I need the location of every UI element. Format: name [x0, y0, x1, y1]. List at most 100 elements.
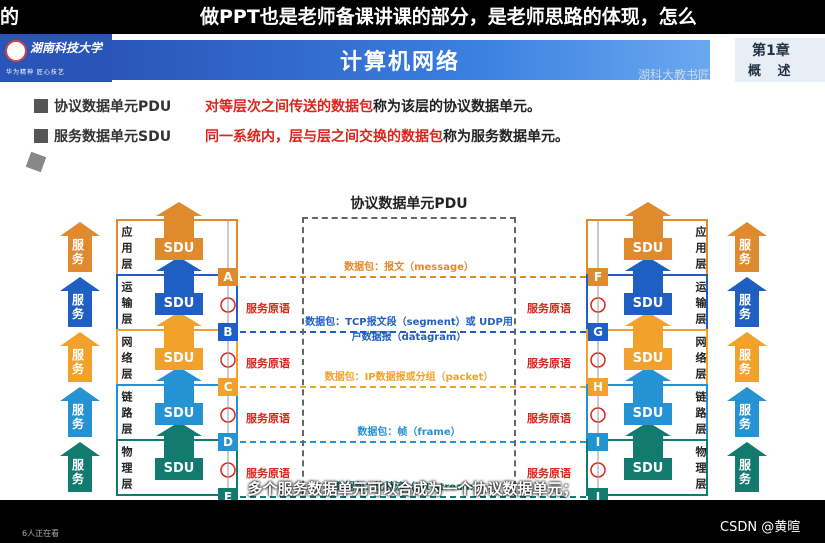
left-primitive-label: 服务原语: [246, 412, 290, 425]
pdu-label: 数据包：TCP报文段（segment）或 UDP用户数据报（datagram）: [305, 317, 513, 343]
def-sdu-rest: 称为服务数据单元。: [443, 129, 569, 145]
right-access-point: G: [588, 323, 608, 341]
video-subtitle-bar: 的 做PPT也是老师备课讲课的部分，是老师思路的体现，怎么: [0, 0, 825, 34]
left-service-arrow-icon: [60, 332, 100, 382]
right-sdu-box: SDU: [624, 293, 672, 315]
right-sdu-arrow-icon: [625, 422, 671, 462]
left-sdu-arrow-icon: [156, 312, 202, 352]
right-service-label: 服务: [739, 238, 752, 266]
def-sdu-desc: 同一系统内，层与层之间交换的数据包称为服务数据单元。: [205, 126, 569, 146]
right-service-arrow-icon: [727, 277, 767, 327]
university-logo: 湖南科技大学 华为精神 匠心技艺: [0, 34, 112, 82]
presentation-slide: 湖南科技大学 华为精神 匠心技艺 计算机网络 第1章 概 述 湖科大教书匠 协议…: [0, 34, 825, 500]
logo-name: 湖南科技大学: [30, 41, 103, 55]
def-pdu-rest: 称为该层的协议数据单元。: [373, 99, 541, 115]
right-access-point: I: [588, 433, 608, 451]
subtitle-right: 做PPT也是老师备课讲课的部分，是老师思路的体现，怎么: [200, 6, 697, 28]
left-access-point: B: [218, 323, 238, 341]
right-service-label: 服务: [739, 458, 752, 486]
right-sdu-arrow-icon: [625, 367, 671, 407]
left-sdu-box: SDU: [155, 238, 203, 260]
left-sdu-box: SDU: [155, 293, 203, 315]
right-service-label: 服务: [739, 403, 752, 431]
pdu-label: 数据包：报文（message）: [344, 262, 474, 273]
left-access-point: C: [218, 378, 238, 396]
left-service-label: 服务: [72, 238, 85, 266]
left-layer-name: 网络层: [120, 336, 133, 384]
right-sdu-arrow-icon: [625, 257, 671, 297]
left-service-label: 服务: [72, 293, 85, 321]
subtitle-caption: 多个服务数据单元可以合成为一个协议数据单元；: [247, 480, 578, 498]
right-access-point: H: [588, 378, 608, 396]
right-sdu-arrow-icon: [625, 202, 671, 242]
pdu-label: 数据包：IP数据报或分组（packet）: [324, 372, 494, 383]
bullet-icon: [34, 99, 48, 113]
header-band: [110, 40, 710, 80]
right-service-arrow-icon: [727, 442, 767, 492]
left-sdu-box: SDU: [155, 458, 203, 480]
right-sdu-box: SDU: [624, 403, 672, 425]
slide-header: 湖南科技大学 华为精神 匠心技艺 计算机网络 第1章 概 述 湖科大教书匠: [0, 34, 825, 82]
left-service-label: 服务: [72, 403, 85, 431]
left-layer-name: 应用层: [120, 226, 133, 274]
right-layer-name: 物理层: [694, 446, 707, 494]
right-layer-name: 网络层: [694, 336, 707, 384]
right-service-arrow-icon: [727, 387, 767, 437]
left-sdu-arrow-icon: [156, 367, 202, 407]
right-access-point: F: [588, 268, 608, 286]
left-sdu-box: SDU: [155, 403, 203, 425]
pdu-label: 数据包：比特流（bit stream）: [334, 482, 484, 493]
left-service-arrow-icon: [60, 222, 100, 272]
right-layer-name: 应用层: [694, 226, 707, 274]
left-service-arrow-icon: [60, 442, 100, 492]
pdu-label: 数据包：帧（frame）: [357, 427, 461, 438]
layer-diagram: [60, 202, 767, 498]
logo-emblem-icon: [5, 40, 27, 62]
left-layer-name: 运输层: [120, 281, 133, 329]
left-primitive-label: 服务原语: [246, 357, 290, 370]
right-layer-name: 链路层: [694, 391, 707, 439]
right-service-arrow-icon: [727, 332, 767, 382]
left-service-label: 服务: [72, 348, 85, 376]
player-bottom-bar: [0, 500, 825, 543]
logo-motto: 华为精神 匠心技艺: [6, 69, 65, 76]
video-subtitle: 的 做PPT也是老师备课讲课的部分，是老师思路的体现，怎么: [0, 2, 825, 32]
left-layer-name: 物理层: [120, 446, 133, 494]
chapter-tab: [735, 38, 825, 82]
right-primitive-label: 服务原语: [527, 302, 571, 315]
right-primitive-label: 服务原语: [527, 357, 571, 370]
bullet-icon: [34, 129, 48, 143]
right-sdu-box: SDU: [624, 238, 672, 260]
chapter-name: 概 述: [748, 64, 797, 79]
slide-title: 计算机网络: [339, 50, 460, 75]
left-primitive-label: 服务原语: [246, 302, 290, 315]
right-primitive-label: 服务原语: [527, 412, 571, 425]
left-access-point: D: [218, 433, 238, 451]
right-layer-name: 运输层: [694, 281, 707, 329]
watermark: 湖科大教书匠: [638, 68, 711, 82]
def-pdu-highlight: 对等层次之间传送的数据包: [205, 99, 373, 115]
left-sdu-arrow-icon: [156, 202, 202, 242]
left-service-arrow-icon: [60, 277, 100, 327]
left-sdu-arrow-icon: [156, 257, 202, 297]
left-service-label: 服务: [72, 458, 85, 486]
chapter-number: 第1章: [752, 43, 790, 59]
right-service-arrow-icon: [727, 222, 767, 272]
left-primitive-label: 服务原语: [246, 467, 290, 480]
def-pdu-term: 协议数据单元PDU: [54, 99, 172, 115]
right-sdu-box: SDU: [624, 458, 672, 480]
pdu-title: 协议数据单元PDU: [350, 196, 468, 212]
pdu-box: [302, 217, 516, 500]
def-sdu-term: 服务数据单元SDU: [54, 129, 172, 145]
right-primitive-label: 服务原语: [527, 467, 571, 480]
def-pdu-desc: 对等层次之间传送的数据包称为该层的协议数据单元。: [205, 96, 541, 116]
def-sdu-highlight: 同一系统内，层与层之间交换的数据包: [205, 129, 443, 145]
subtitle-left: 的: [0, 6, 20, 28]
left-sdu-arrow-icon: [156, 422, 202, 462]
left-sdu-box: SDU: [155, 348, 203, 370]
right-access-point: J: [588, 488, 608, 500]
viewer-count: 6人正在看: [22, 529, 60, 538]
left-service-arrow-icon: [60, 387, 100, 437]
left-layer-name: 链路层: [120, 391, 133, 439]
csdn-watermark: CSDN @黄暄: [720, 520, 801, 535]
